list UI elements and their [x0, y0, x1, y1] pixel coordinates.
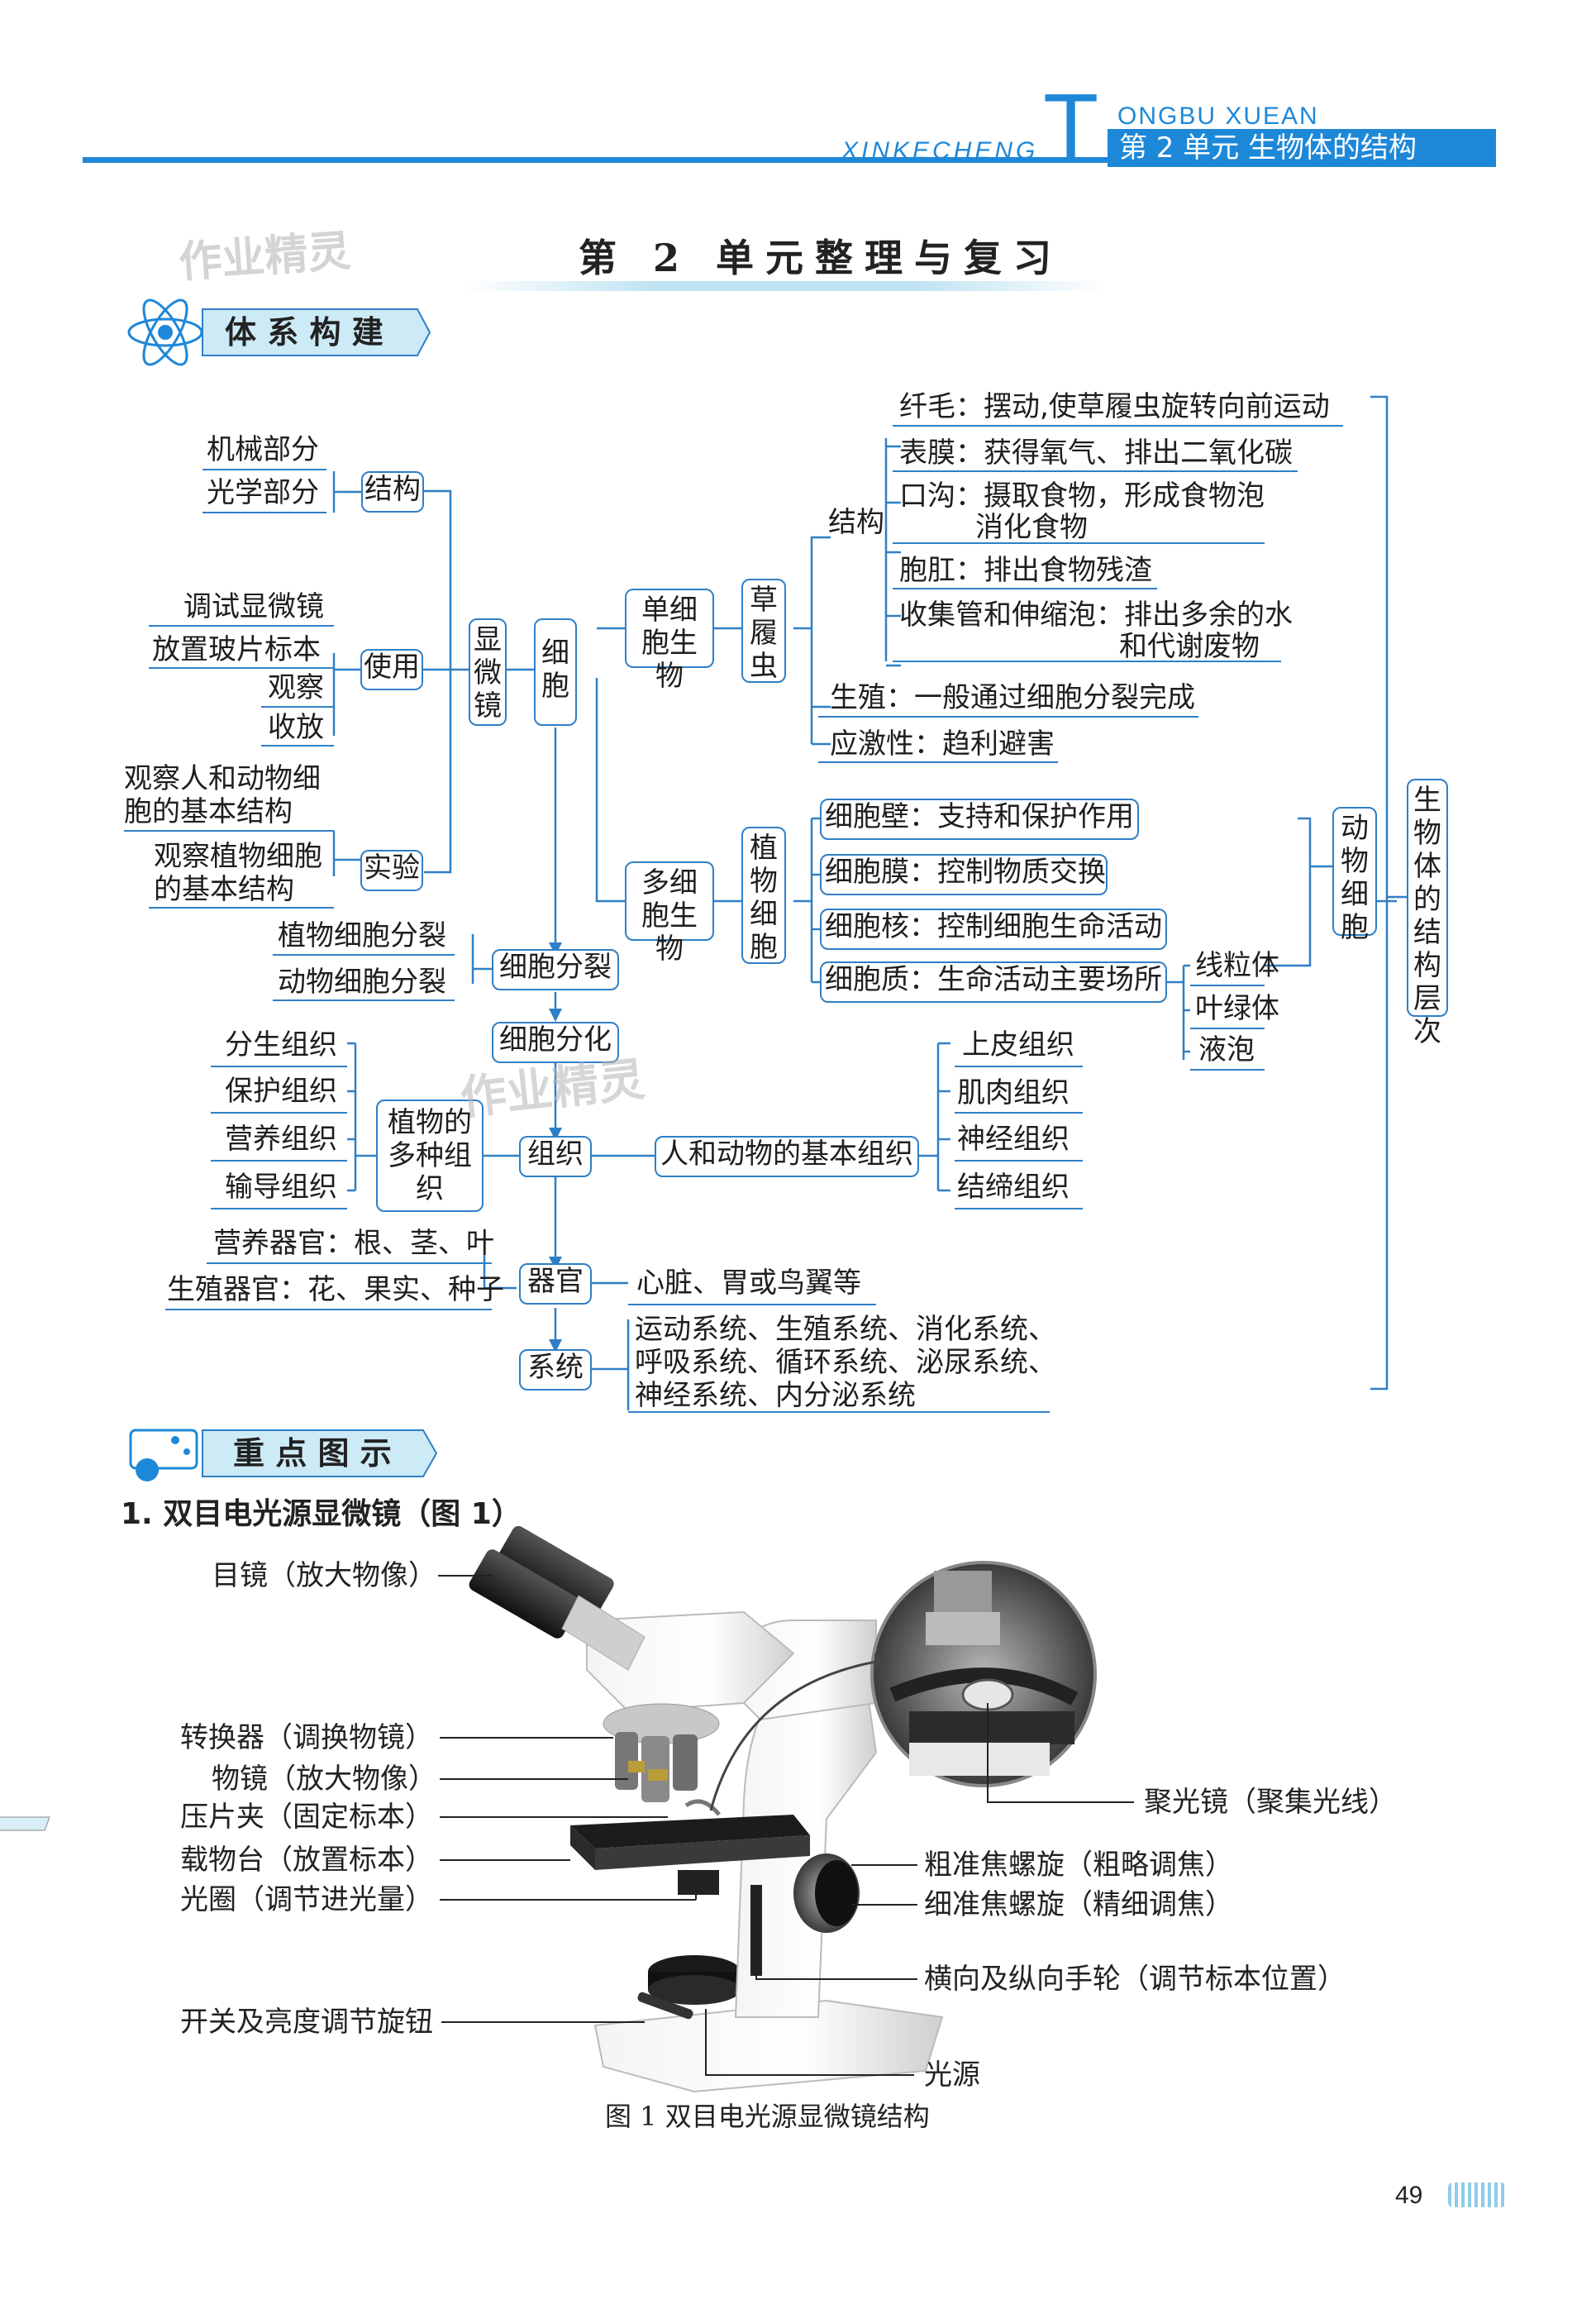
label-coarse-focus: 粗准焦螺旋（粗略调焦）: [924, 1849, 1233, 1882]
page-number-decoration: [1448, 2183, 1506, 2207]
label-fine-focus: 细准焦螺旋（精细调焦）: [924, 1888, 1233, 1921]
label-nosepiece: 转换器（调换物镜）: [180, 1721, 433, 1754]
label-light-source: 光源: [924, 2059, 980, 2092]
figure-caption: 图 1 双目电光源显微镜结构: [605, 2100, 930, 2133]
page-number: 49: [1395, 2179, 1422, 2212]
label-stage-controls: 横向及纵向手轮（调节标本位置）: [924, 1963, 1346, 1996]
label-eyepiece: 目镜（放大物像）: [212, 1559, 436, 1592]
label-diaphragm: 光圈（调节进光量）: [180, 1883, 433, 1916]
label-objective: 物镜（放大物像）: [212, 1763, 436, 1796]
label-switch: 开关及亮度调节旋钮: [180, 2006, 433, 2039]
label-stage-clip: 压片夹（固定标本）: [180, 1801, 433, 1834]
label-condenser: 聚光镜（聚集光线）: [1144, 1786, 1397, 1819]
label-stage: 载物台（放置标本）: [180, 1844, 433, 1877]
